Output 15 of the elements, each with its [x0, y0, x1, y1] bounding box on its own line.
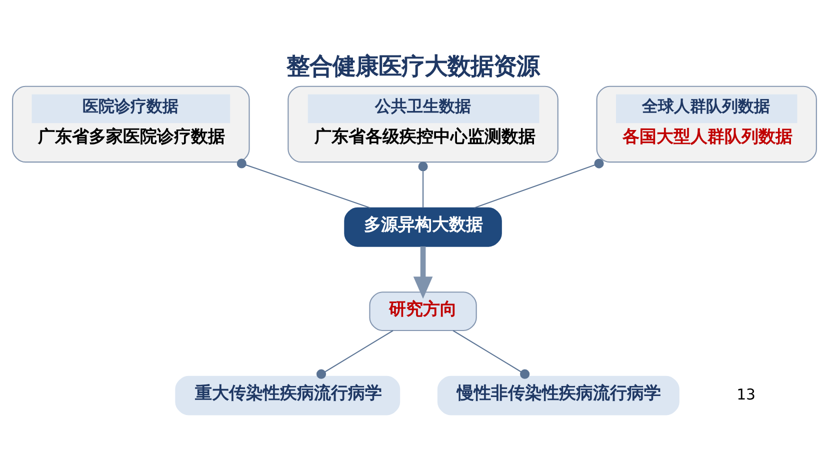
connector — [236, 158, 370, 208]
node-box: 全球人群队列数据 各国大型人群队列数据 — [596, 86, 817, 163]
node-box: 医院诊疗数据 广东省多家医院诊疗数据 — [12, 86, 250, 163]
connector — [418, 162, 428, 208]
diagram-title: 整合健康医疗大数据资源 — [286, 52, 540, 80]
node-box: 重大传染性疾病流行病学 — [175, 376, 400, 416]
arrow — [413, 246, 433, 299]
connector — [474, 158, 604, 208]
label: 13 — [736, 385, 756, 404]
node-box: 公共卫生数据 广东省各级疾控中心监测数据 — [288, 86, 558, 163]
connector — [452, 330, 530, 379]
node-box: 慢性非传染性疾病流行病学 — [437, 376, 680, 416]
node-box: 研究方向 — [369, 292, 477, 332]
connector — [316, 330, 394, 379]
node-box: 多源异构大数据 — [344, 207, 502, 247]
